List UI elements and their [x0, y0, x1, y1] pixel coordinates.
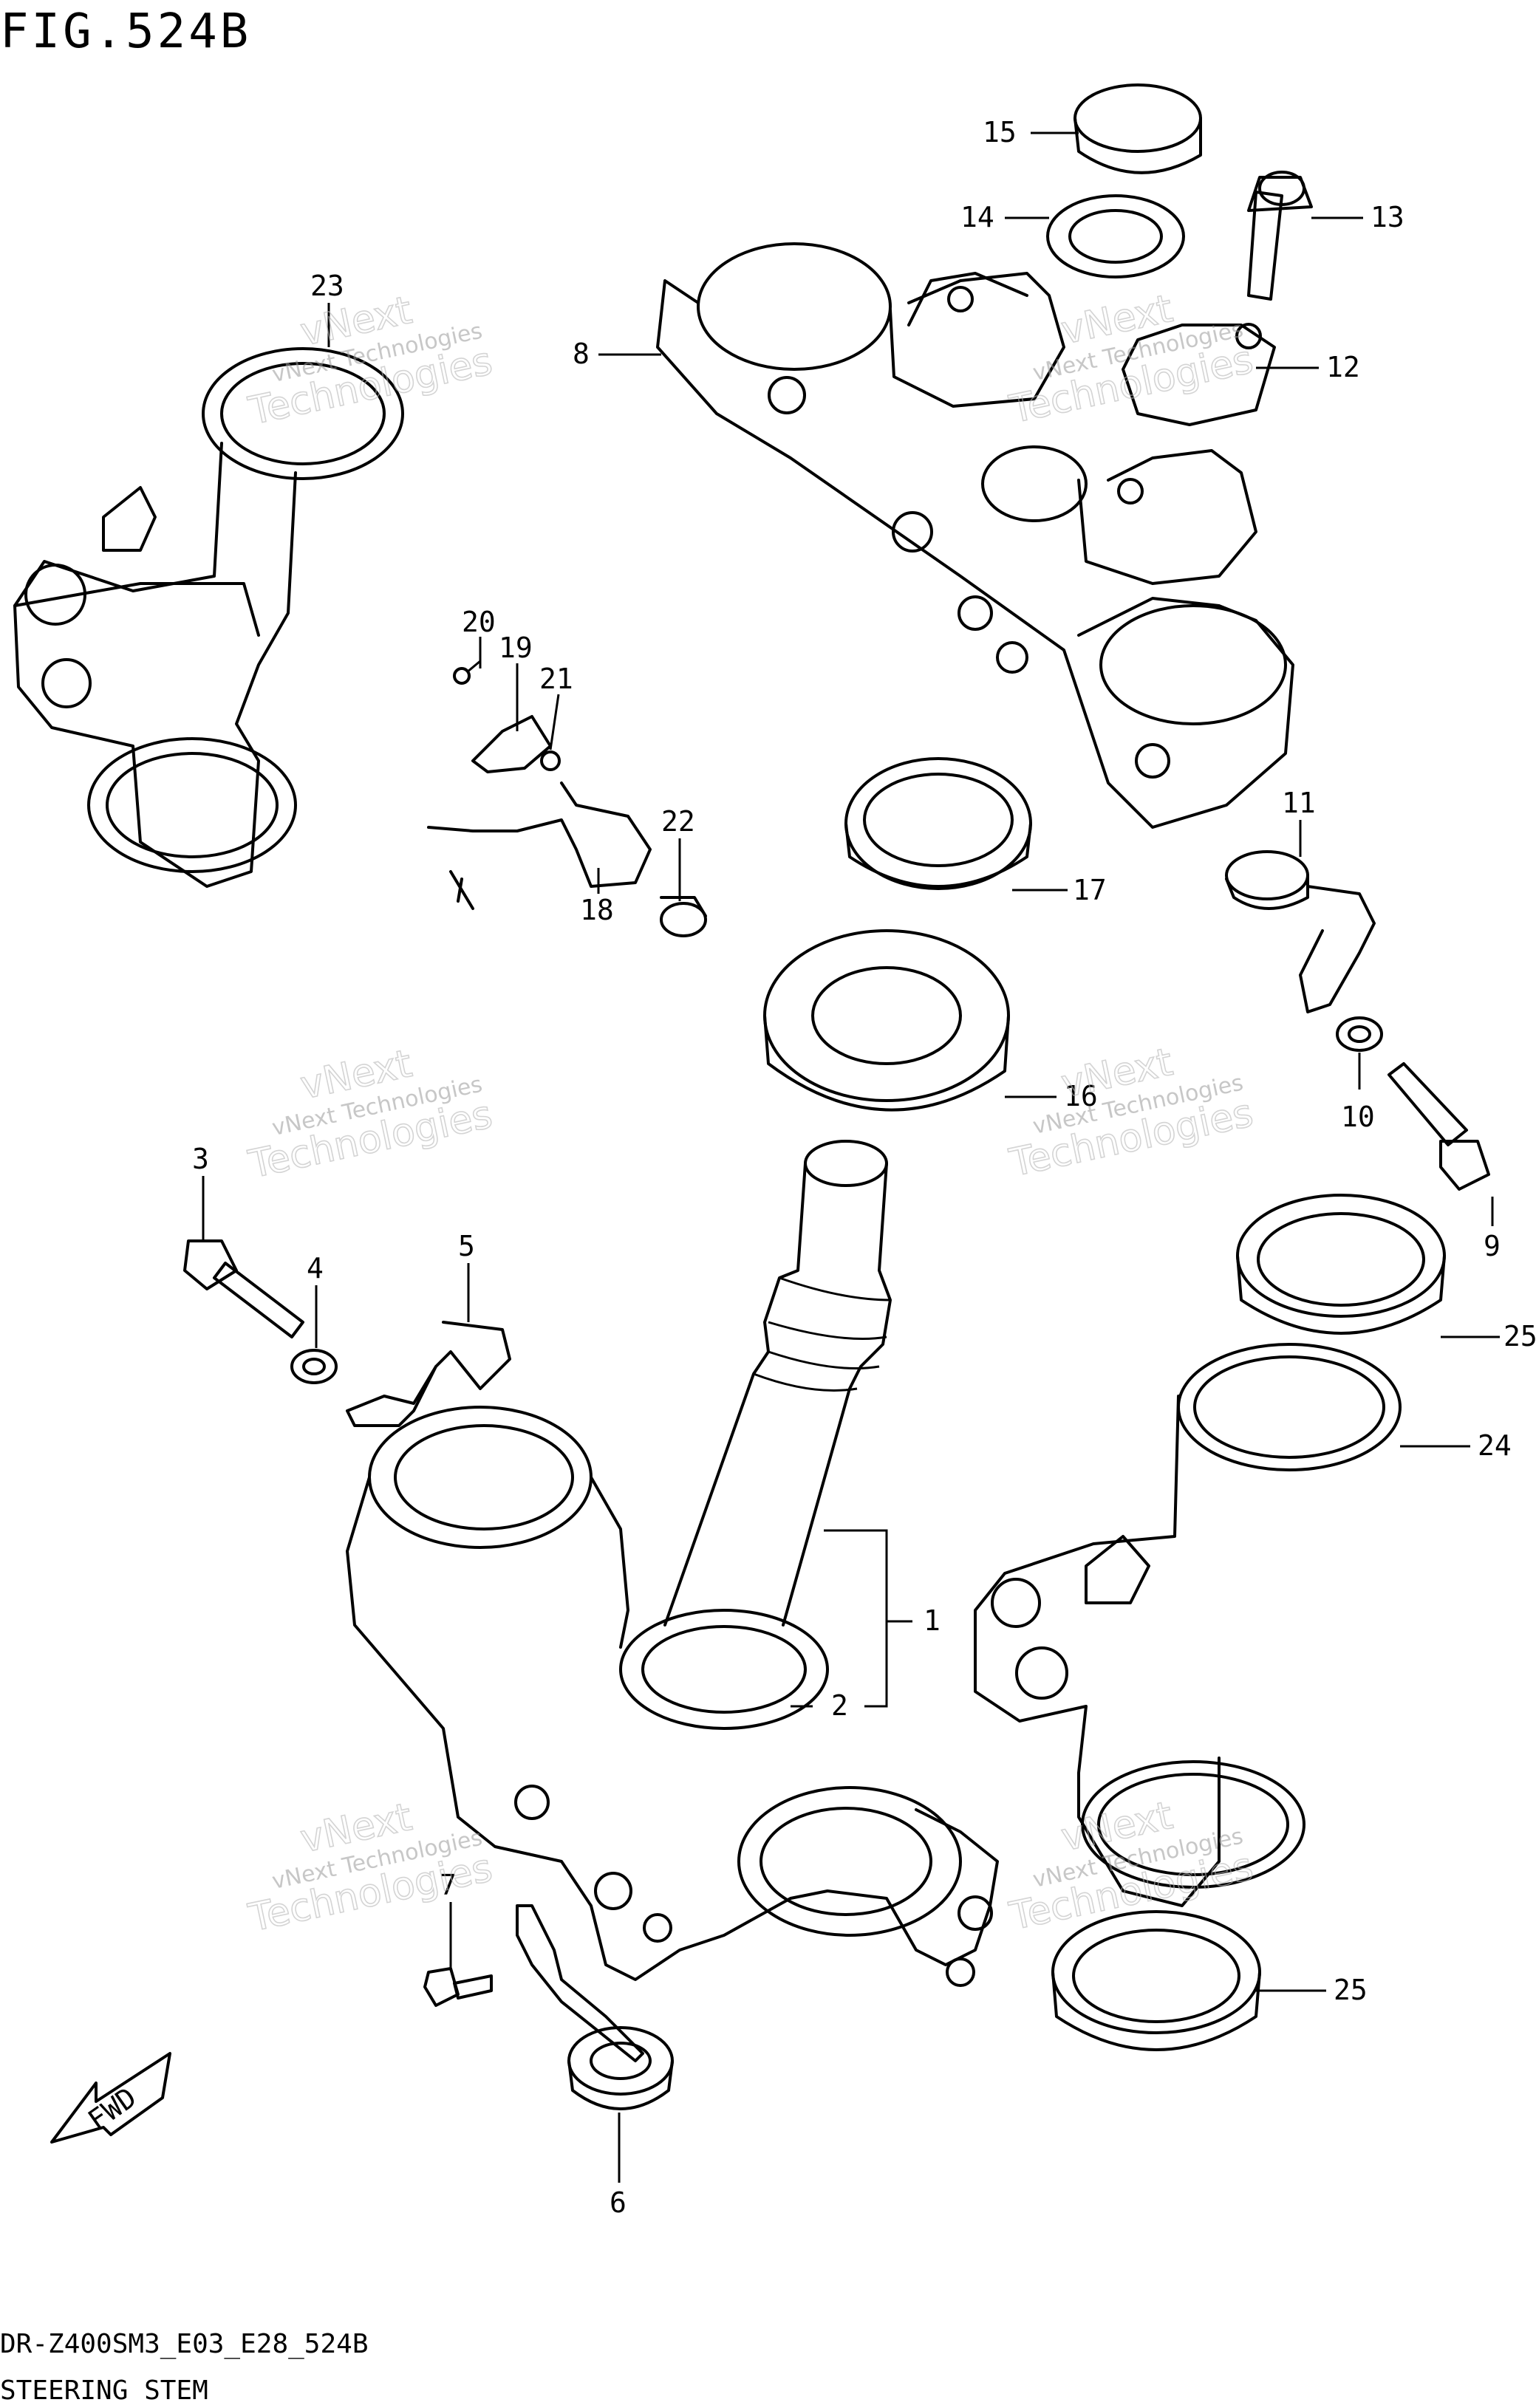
part-16-bearing	[763, 929, 1010, 1112]
callout-21: 21	[539, 663, 573, 695]
part-6-grommet	[567, 2026, 674, 2110]
callout-2: 2	[831, 1689, 848, 1722]
part-8-upper-bracket	[656, 242, 1294, 829]
part-23-bracket	[13, 347, 404, 888]
section-name: STEERING STEM	[0, 2375, 208, 2406]
part-25-upper-seal	[1236, 1194, 1446, 1335]
callout-3: 3	[192, 1143, 209, 1175]
part-17-nut	[844, 757, 1032, 890]
part-24-lower-bracket	[974, 1343, 1402, 1907]
part-3-bolt	[183, 1239, 304, 1338]
figure-title: FIG.524B	[0, 4, 251, 59]
callout-19: 19	[499, 632, 533, 664]
callout-6: 6	[610, 2186, 627, 2219]
part-13-bolt	[1247, 171, 1313, 301]
fwd-arrow: FWD	[50, 2052, 171, 2144]
callout-13: 13	[1371, 201, 1404, 233]
callout-15: 15	[983, 116, 1017, 148]
part-19-plate	[471, 715, 552, 773]
callout-11: 11	[1282, 787, 1316, 819]
part-14-washer	[1046, 194, 1185, 278]
part-22-cap	[660, 896, 707, 937]
part-25-lower-seal	[1051, 1910, 1261, 2051]
callout-16: 16	[1064, 1080, 1098, 1112]
part-12-clamp	[1122, 323, 1276, 426]
part-7-screw-clamp	[423, 1904, 644, 2062]
callout-labels: 15 14 13 12 8 23 20 19 21 22 18 17 16 11…	[192, 116, 1536, 2219]
callout-4: 4	[307, 1252, 324, 1285]
leader-lines	[202, 131, 1500, 2183]
callout-17: 17	[1073, 874, 1107, 906]
part-1-steering-stem	[346, 1140, 999, 1987]
part-21-washer	[540, 750, 561, 771]
callout-9: 9	[1484, 1230, 1501, 1262]
callout-22: 22	[661, 805, 695, 838]
part-10-washer	[1336, 1016, 1383, 1052]
part-4-washer	[290, 1349, 338, 1384]
part-15-cap	[1074, 83, 1202, 174]
callout-5: 5	[458, 1230, 475, 1262]
callout-24: 24	[1478, 1429, 1512, 1462]
callout-7: 7	[440, 1869, 457, 1901]
part-11-bracket	[1225, 850, 1376, 1013]
callout-10: 10	[1341, 1101, 1375, 1133]
callout-14: 14	[960, 201, 994, 233]
callout-20: 20	[462, 606, 496, 638]
callout-18: 18	[580, 894, 614, 926]
callout-25-lower: 25	[1334, 1974, 1368, 2006]
part-18-switch	[427, 781, 652, 910]
watermarks: vNext Technologies vNext Technologies vN…	[244, 286, 1257, 1941]
callout-23: 23	[310, 270, 344, 302]
part-20-screw	[453, 660, 481, 685]
callout-1: 1	[924, 1604, 941, 1637]
part-9-bolt	[1387, 1062, 1490, 1191]
callout-25-upper: 25	[1503, 1320, 1536, 1352]
callout-12: 12	[1326, 351, 1360, 383]
model-code: DR-Z400SM3_E03_E28_524B	[0, 2329, 369, 2359]
callout-8: 8	[573, 338, 590, 370]
part-5-clip	[346, 1321, 511, 1427]
